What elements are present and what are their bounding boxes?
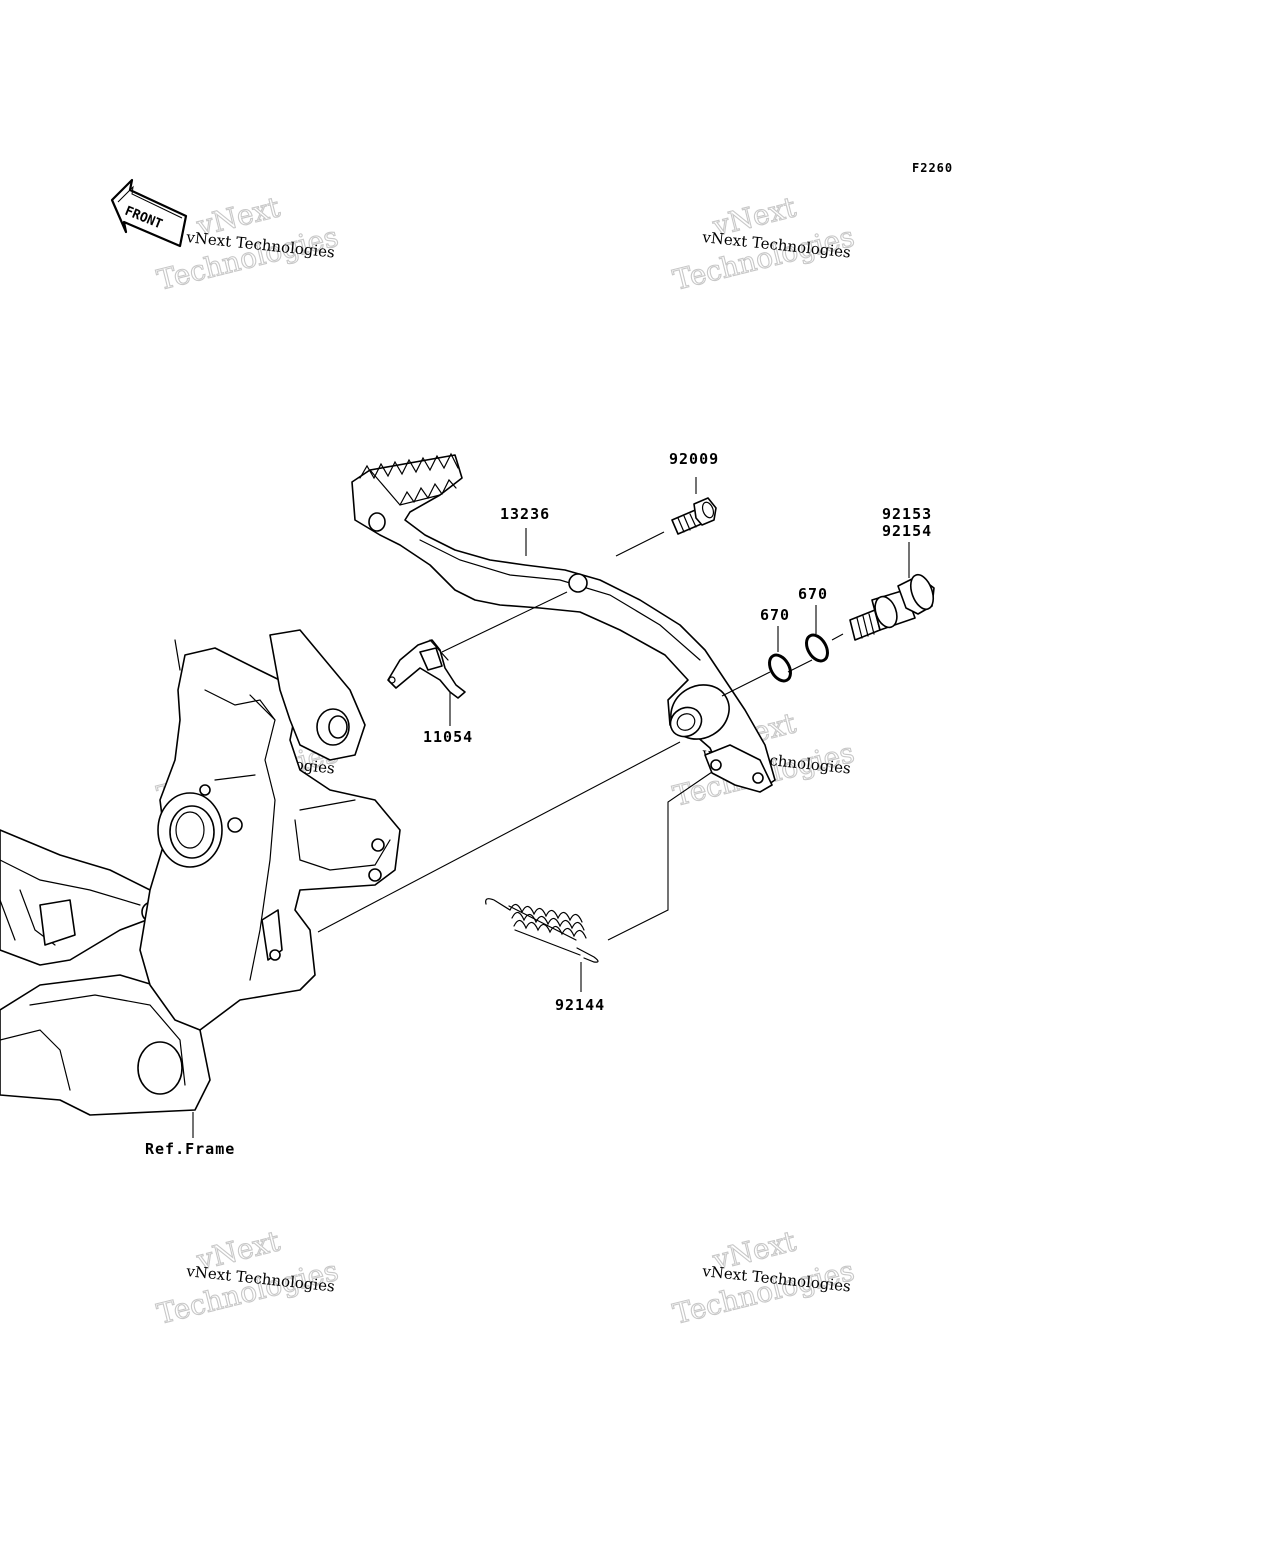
- watermark-bottom-left: vNext Technologies vNext Technologies: [153, 1224, 342, 1332]
- callout-ref-frame: Ref.Frame: [145, 1140, 235, 1158]
- bolt-92009: [671, 497, 717, 535]
- frame-drawing: [0, 629, 401, 1116]
- spring-92144: [485, 898, 599, 963]
- plate-11054: [387, 639, 466, 699]
- callout-92144: 92144: [555, 996, 605, 1014]
- pivot-bolt-92153-92154: [849, 573, 935, 641]
- callout-92154: 92154: [882, 522, 932, 540]
- watermark-bottom-right: vNext Technologies vNext Technologies: [669, 1224, 858, 1332]
- washer-670-left: [768, 653, 792, 683]
- callout-670-right: 670: [798, 585, 828, 603]
- washer-670-right: [805, 633, 829, 663]
- callout-92009: 92009: [669, 450, 719, 468]
- callout-670-left: 670: [760, 606, 790, 624]
- front-arrow-icon: FRONT: [110, 178, 188, 248]
- diagram-code: F2260: [912, 161, 953, 175]
- watermark-top-left: vNext Technologies vNext Technologies: [153, 190, 342, 298]
- callout-11054: 11054: [423, 728, 473, 746]
- callout-13236: 13236: [500, 505, 550, 523]
- callout-92153: 92153: [882, 505, 932, 523]
- watermark-top-right: vNext Technologies vNext Technologies: [669, 190, 858, 298]
- leader-lines: [192, 477, 910, 1138]
- brake-pedal-13236: [351, 452, 776, 793]
